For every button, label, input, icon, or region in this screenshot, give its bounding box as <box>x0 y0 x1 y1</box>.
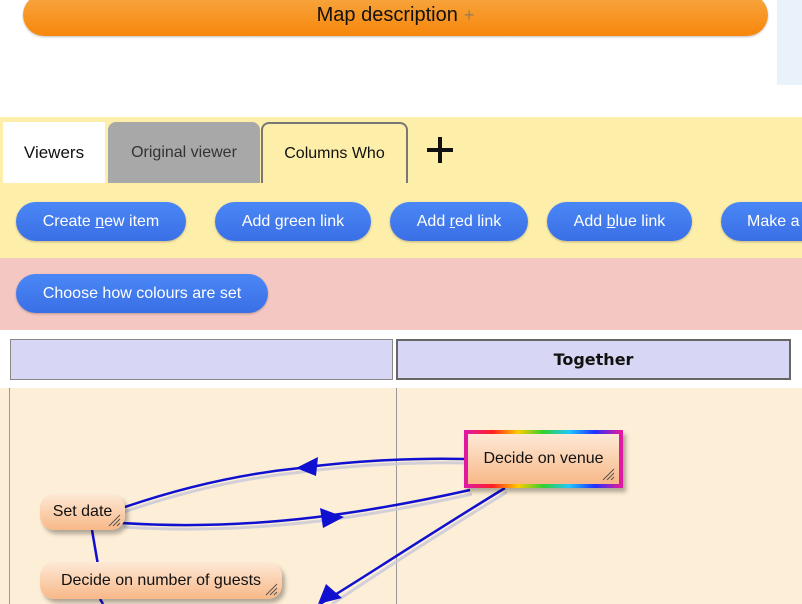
map-item-venue-selected-frame[interactable] <box>464 430 623 488</box>
tab-viewers[interactable]: Viewers <box>3 122 105 183</box>
map-item-label: Decide on number of guests <box>60 571 262 589</box>
button-label-start: Create <box>42 212 96 230</box>
column-header-label: Together <box>553 350 634 369</box>
side-panel-strip <box>777 0 802 85</box>
button-shortcut-key: n <box>95 212 105 230</box>
plus-icon[interactable] <box>424 134 456 166</box>
button-label-end: lue link <box>615 212 666 230</box>
column-divider <box>396 388 397 604</box>
tab-original-viewer[interactable]: Original viewer <box>108 122 260 183</box>
tab-columns-who[interactable]: Columns Who <box>261 122 408 183</box>
button-label-start: Add <box>573 212 607 230</box>
column-header-together: Together <box>396 339 791 380</box>
tab-label: Columns Who <box>284 144 385 162</box>
resize-grip-icon[interactable] <box>107 513 121 527</box>
map-item-set-date[interactable]: Set date <box>40 494 125 530</box>
resize-grip-icon[interactable] <box>601 467 615 481</box>
button-label: Add green link <box>241 212 345 230</box>
button-shortcut-key: r <box>449 212 455 230</box>
map-item-number-of-guests[interactable]: Decide on number of guests <box>40 562 282 599</box>
column-header-empty <box>10 339 393 380</box>
tab-label: Viewers <box>23 142 85 162</box>
resize-grip-icon[interactable] <box>264 582 278 596</box>
add-green-link-button[interactable]: Add green link <box>215 202 371 241</box>
choose-colours-button[interactable]: Choose how colours are set <box>16 274 268 313</box>
column-divider <box>9 388 10 604</box>
map-item-decide-on-venue[interactable]: Decide on venue <box>468 434 619 484</box>
make-button[interactable]: Make a <box>721 202 802 241</box>
button-label-end: ew item <box>104 212 160 230</box>
button-label: Choose how colours are set <box>42 284 242 302</box>
button-shortcut-key: b <box>606 212 616 230</box>
button-label: Make a <box>747 212 800 230</box>
button-label-start: Add <box>416 212 450 230</box>
button-label-end: ed link <box>455 212 502 230</box>
map-item-label: Set date <box>52 503 113 520</box>
tab-label: Original viewer <box>131 143 237 161</box>
map-item-label: Decide on venue <box>483 450 604 467</box>
map-description-label: Map description <box>316 3 458 26</box>
map-description-button[interactable]: Map description + <box>23 0 768 36</box>
expand-plus-icon: + <box>463 4 475 25</box>
